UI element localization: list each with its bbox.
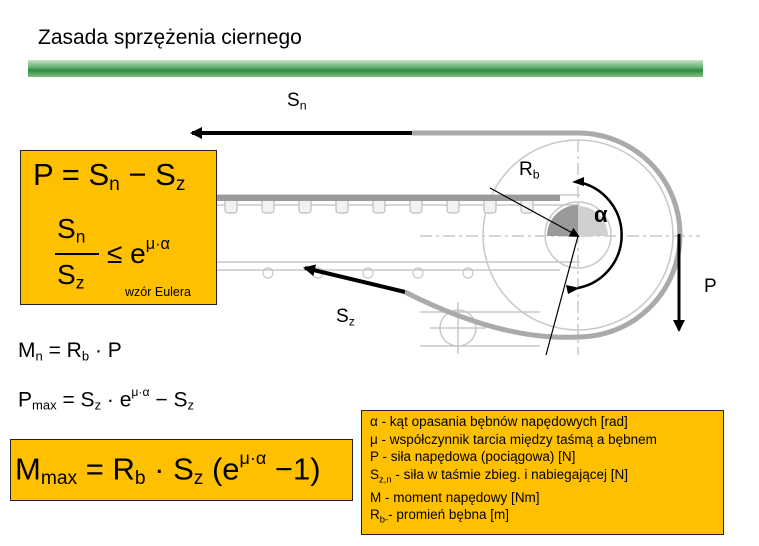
formula-mmax: Mmax = Rb · Sz (eμ·α −1): [15, 448, 321, 490]
angle-reference-line: [545, 235, 579, 356]
label-rb: Rb: [519, 159, 540, 182]
legend-item-s: Sz,n - siła w taśmie zbieg. i nabiegając…: [370, 466, 628, 486]
label-sn: Sn: [287, 90, 307, 113]
conveyor-frame: [214, 139, 700, 355]
legend-item-p: P - siła napędowa (pociągowa) [N]: [370, 449, 576, 464]
euler-equation-box: P = Sn − Sz Sn Sz ≤ eμ·α wzór Eulera: [20, 150, 217, 305]
legend-item-alpha: α - kąt opasania bębnów napędowych [rad]: [370, 414, 628, 429]
legend-item-m: M - moment napędowy [Nm]: [370, 489, 540, 505]
alpha-arc: [577, 180, 623, 290]
sz-arrow: [303, 264, 406, 294]
fraction-bar: [55, 253, 99, 255]
label-alpha: α: [594, 202, 608, 227]
euler-inequality: ≤ eμ·α: [107, 235, 170, 269]
radius-line: [489, 187, 580, 237]
legend-item-rb: Rb-- promień bębna [m]: [370, 507, 509, 526]
belt-wrap: [403, 130, 683, 340]
legend-item-mu: μ - współczynnik tarcia między taśmą a b…: [370, 431, 657, 447]
page-title: Zasada sprzężenia ciernego: [38, 26, 302, 49]
fraction-denominator: Sz: [57, 259, 85, 293]
formula-mn: Mn = Rb · P: [18, 339, 122, 364]
formula-pmax: Pmax = Sz · eμ·α − Sz: [18, 385, 194, 413]
label-sz: Sz: [336, 306, 355, 329]
fraction-numerator: Sn: [57, 213, 86, 247]
euler-caption: wzór Eulera: [125, 285, 191, 299]
symbol-legend-box: α - kąt opasania bębnów napędowych [rad]…: [361, 410, 724, 535]
label-p: P: [704, 276, 717, 297]
mmax-formula-box: Mmax = Rb · Sz (eμ·α −1): [10, 439, 353, 501]
equation-p-difference: P = Sn − Sz: [33, 157, 186, 195]
title-underline-bar: [28, 60, 703, 77]
drum-hub: [547, 205, 578, 236]
